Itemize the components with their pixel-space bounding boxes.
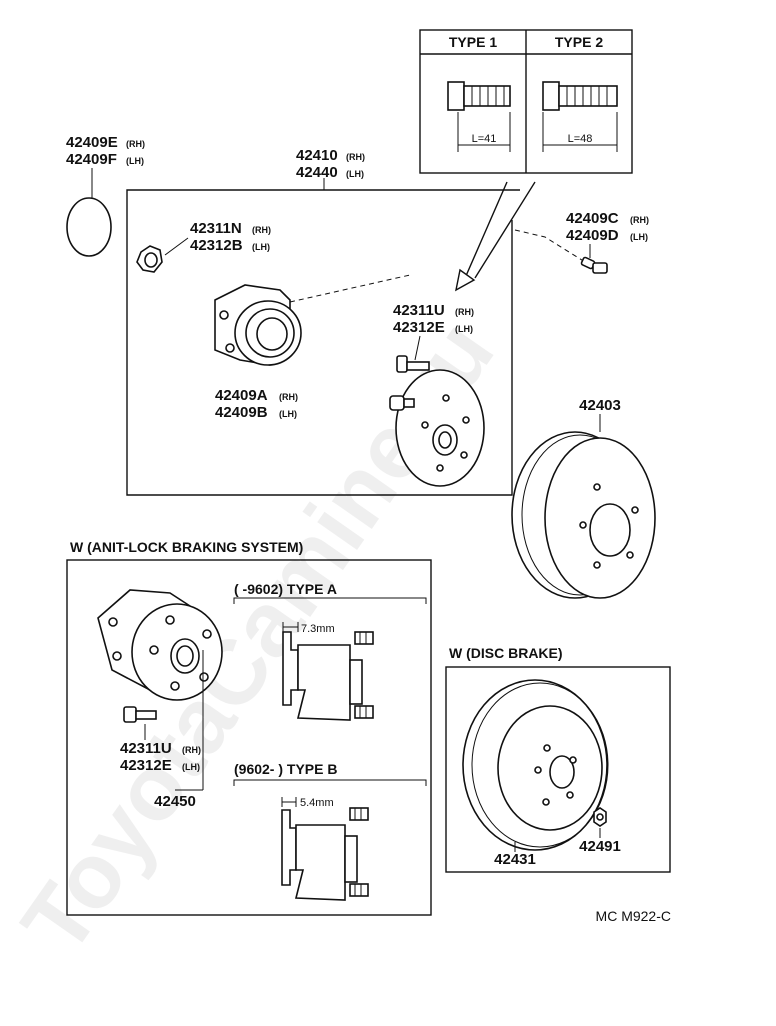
- svg-text:(LH): (LH): [279, 409, 297, 419]
- type-b-title: (9602- ) TYPE B: [234, 761, 337, 777]
- nut-code-a: 42311N: [190, 220, 242, 237]
- svg-text:(LH): (LH): [346, 169, 364, 179]
- figure-code: MC M922-C: [596, 908, 671, 924]
- oring-code-b: 42409F: [66, 151, 117, 168]
- abs-section: W (ANIT-LOCK BRAKING SYSTEM) 42311U (RH)…: [66, 539, 432, 916]
- type-a-title: ( -9602) TYPE A: [234, 581, 337, 597]
- svg-text:(LH): (LH): [455, 324, 473, 334]
- bearing-icon: [214, 284, 302, 366]
- abs-section-title: W (ANIT-LOCK BRAKING SYSTEM): [70, 539, 303, 555]
- svg-text:(RH): (RH): [252, 225, 271, 235]
- disc-nut-icon: [593, 807, 607, 827]
- oring-code-a: 42409E: [66, 134, 118, 151]
- abs-stud-code-a: 42311U: [120, 740, 172, 757]
- hub-code-b: 42440: [296, 164, 338, 181]
- type-a-dimension: 7.3mm: [301, 623, 335, 635]
- stud-type1-icon: [447, 81, 511, 152]
- brake-drum-icon: [511, 431, 656, 599]
- brake-disc-icon: [462, 679, 609, 851]
- svg-text:(RH): (RH): [279, 392, 298, 402]
- hub-code-a: 42410: [296, 147, 338, 164]
- svg-text:(RH): (RH): [126, 139, 145, 149]
- type2-length: L=48: [568, 133, 593, 145]
- type-b-dimension: 5.4mm: [300, 797, 334, 809]
- svg-text:(RH): (RH): [455, 307, 474, 317]
- svg-text:(LH): (LH): [630, 232, 648, 242]
- stud-type2-icon: [542, 81, 618, 152]
- hub-flange-icon: [389, 369, 485, 487]
- bearing-code-a: 42409A: [215, 387, 268, 404]
- drum-code: 42403: [579, 397, 621, 414]
- svg-text:(RH): (RH): [346, 152, 365, 162]
- svg-text:(LH): (LH): [252, 242, 270, 252]
- arrow-icon: [455, 268, 476, 292]
- disc-brake-section: W (DISC BRAKE) 42431 42491: [445, 645, 671, 873]
- bolt-code-a: 42409C: [566, 210, 619, 227]
- type2-header: TYPE 2: [555, 34, 603, 50]
- oring-callout: 42409E (RH) 42409F (LH): [66, 134, 145, 257]
- oring-icon: [66, 197, 112, 257]
- disc-nut-code: 42491: [579, 838, 621, 855]
- disc-section-title: W (DISC BRAKE): [449, 645, 563, 661]
- abs-stud-icon: [123, 706, 157, 723]
- bearing-code-b: 42409B: [215, 404, 268, 421]
- hub-stud-icon: [396, 355, 430, 373]
- stud-type-table: TYPE 1 TYPE 2 L=41: [419, 29, 633, 292]
- type1-header: TYPE 1: [449, 34, 497, 50]
- nut-code-b: 42312B: [190, 237, 243, 254]
- bolt-callout: 42409C (RH) 42409D (LH): [514, 210, 649, 274]
- bolt-icon: [580, 256, 608, 274]
- type-a-section-icon: [282, 622, 374, 721]
- svg-text:(RH): (RH): [630, 215, 649, 225]
- hub-nut-icon: [136, 245, 163, 273]
- brake-drum-callout: 42403: [511, 397, 656, 599]
- hub-stud-code-b: 42312E: [393, 319, 445, 336]
- disc-code: 42431: [494, 851, 536, 868]
- svg-text:(RH): (RH): [182, 745, 201, 755]
- hub-stud-code-a: 42311U: [393, 302, 445, 319]
- hub-assembly-box: 42410 (RH) 42440 (LH) 42311N (RH) 42312B…: [126, 147, 520, 496]
- type-b-section-icon: [281, 797, 369, 901]
- svg-text:(LH): (LH): [126, 156, 144, 166]
- svg-text:(LH): (LH): [182, 762, 200, 772]
- type1-length: L=41: [472, 133, 497, 145]
- bolt-code-b: 42409D: [566, 227, 619, 244]
- abs-hub-icon: [97, 589, 223, 701]
- abs-stud-code-b: 42312E: [120, 757, 172, 774]
- abs-hub-code: 42450: [154, 793, 196, 810]
